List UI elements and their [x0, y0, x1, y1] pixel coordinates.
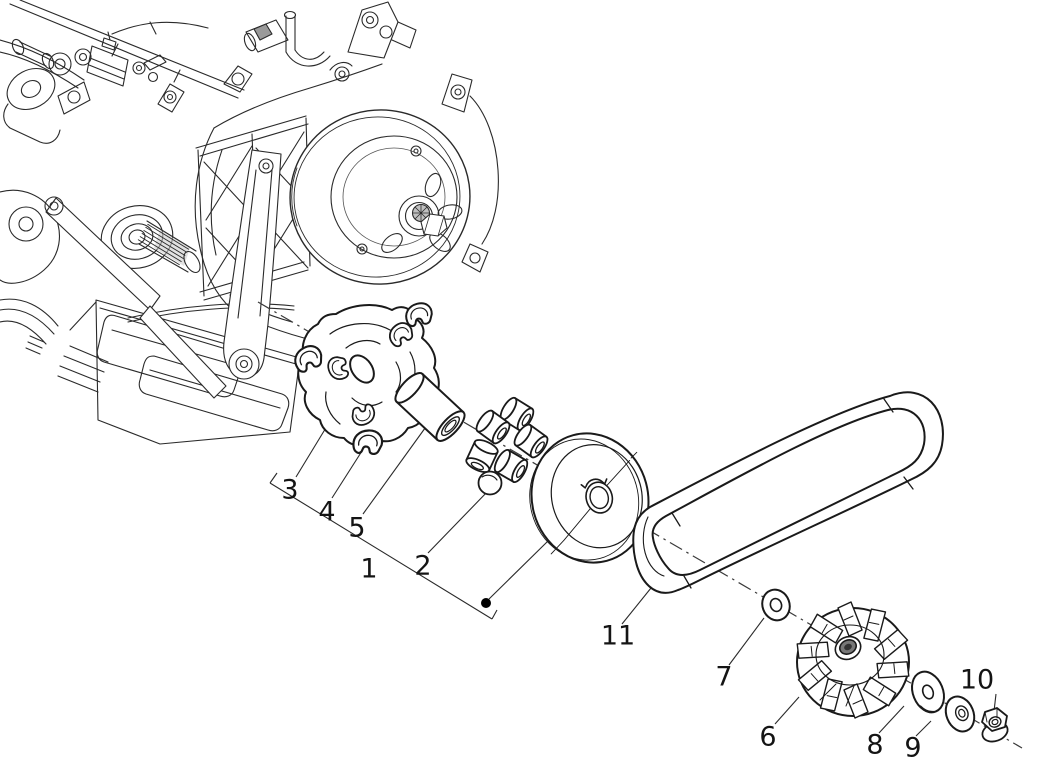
assembly-reference-dot — [481, 598, 491, 608]
assembly-dot-leader — [488, 540, 549, 600]
leader-5 — [362, 423, 429, 515]
callout-label-2[interactable]: 2 — [414, 550, 432, 582]
callout-label-6[interactable]: 6 — [759, 721, 777, 753]
part-washer-large — [911, 670, 945, 714]
callout-label-5[interactable]: 5 — [348, 512, 366, 544]
part-bushing — [394, 372, 466, 442]
callout-leaders — [269, 407, 997, 737]
part-drive-belt — [632, 391, 944, 594]
leader-7 — [728, 617, 765, 666]
part-fixed-pulley-half — [529, 432, 650, 564]
part-washer-small — [761, 588, 791, 622]
callout-label-3[interactable]: 3 — [281, 474, 299, 506]
part-washer-cup — [944, 695, 976, 733]
callout-label-7[interactable]: 7 — [715, 661, 733, 693]
leader-6 — [774, 696, 800, 725]
callout-label-9[interactable]: 9 — [904, 732, 922, 764]
callout-label-10[interactable]: 10 — [959, 664, 995, 696]
part-rollers — [463, 394, 552, 496]
clutch-bell — [289, 109, 471, 285]
assembly-bracket-1 — [269, 472, 498, 620]
leader-4 — [331, 450, 363, 499]
leader-8 — [878, 705, 905, 734]
callout-label-1[interactable]: 1 — [360, 553, 378, 585]
engine-assembly-artwork — [0, 0, 499, 445]
callout-label-11[interactable]: 11 — [600, 620, 636, 652]
leader-11 — [621, 587, 652, 625]
callout-label-4[interactable]: 4 — [318, 496, 336, 528]
leader-9 — [915, 720, 932, 737]
leader-2 — [427, 489, 490, 554]
callout-label-8[interactable]: 8 — [866, 729, 884, 761]
part-fan-pulley — [792, 601, 914, 719]
part-flange-nut — [981, 707, 1009, 743]
